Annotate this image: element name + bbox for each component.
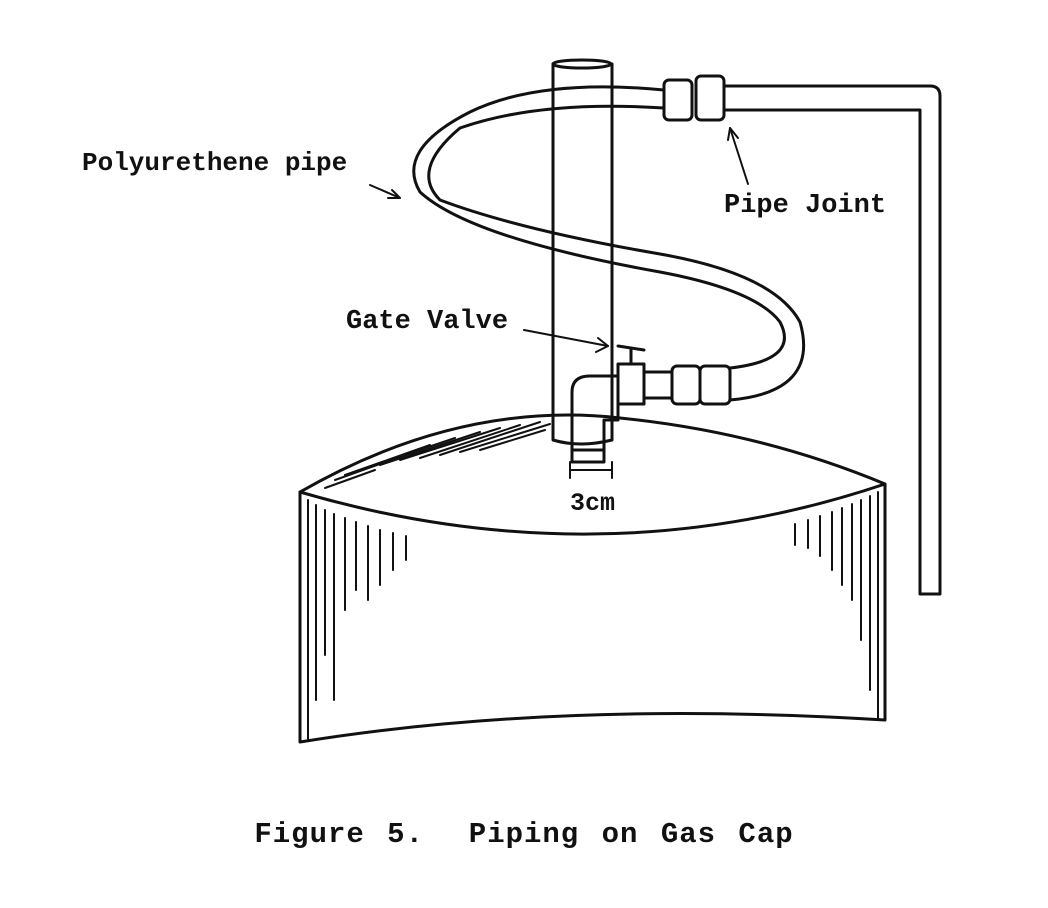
gate-valve [616,344,646,406]
lower-pipe-joint [642,364,732,406]
label-leaders [369,127,749,353]
gas-holder-drum [298,413,887,744]
upper-pipe-joint [662,74,726,122]
figure-caption: Figure 5. Piping on Gas Cap [254,818,794,851]
label-pipe-joint: Pipe Joint [724,191,886,221]
outlet-elbow [570,374,620,464]
polyurethene-pipe [412,85,806,402]
delivery-pipe [722,84,942,596]
label-gate-valve: Gate Valve [346,307,508,337]
guide-pipe [551,58,614,446]
label-polyurethene-pipe: Polyurethene pipe [82,148,347,178]
label-dimension-3cm: 3cm [570,489,615,518]
dimension-marker [569,461,613,479]
